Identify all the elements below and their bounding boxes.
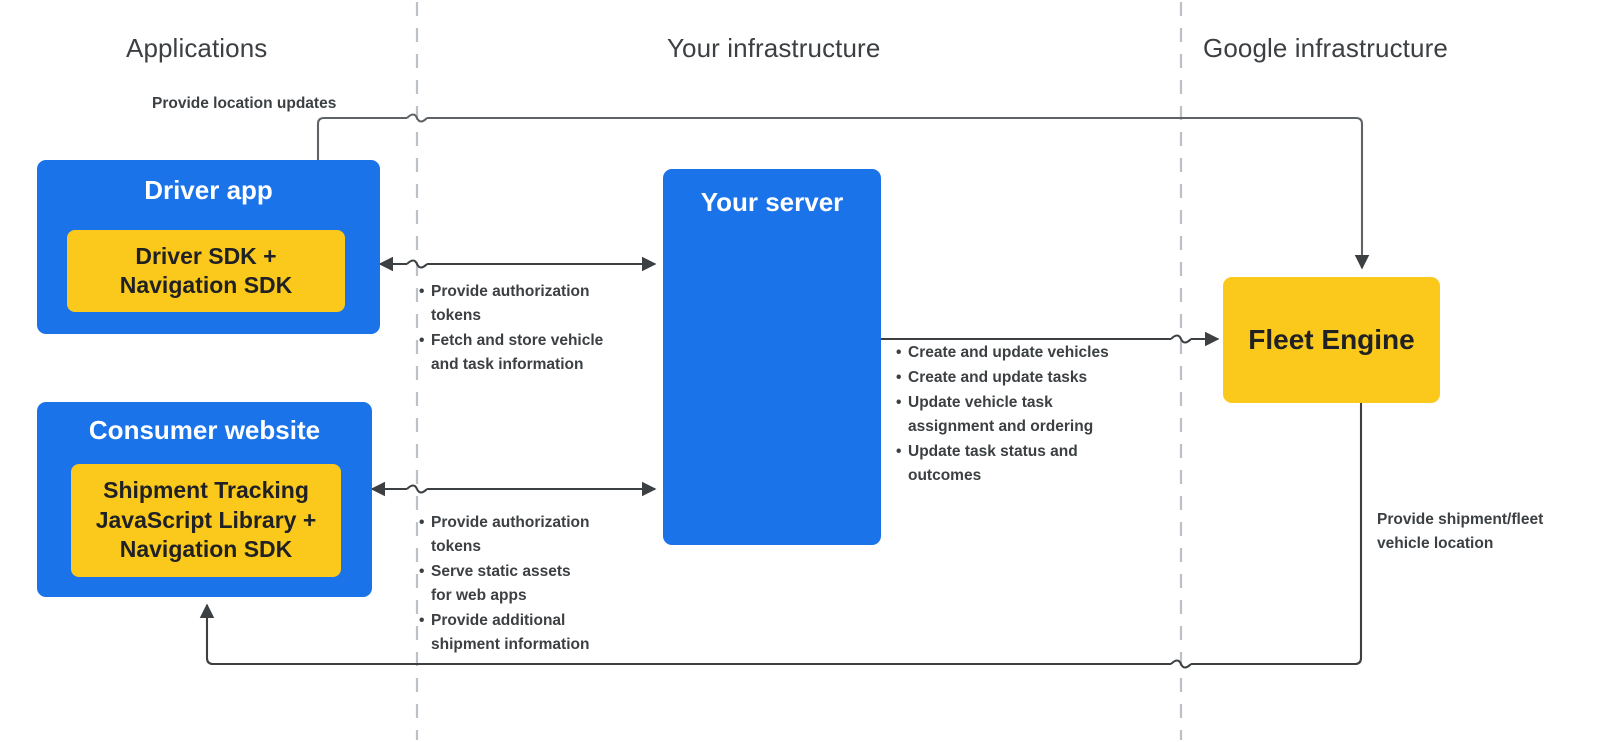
line-jump-driver-server (406, 259, 428, 269)
shipment-tracking-label: Shipment Tracking JavaScript Library + N… (95, 477, 317, 563)
fleet-engine-title: Fleet Engine (1248, 324, 1415, 355)
your-server-title: Your server (700, 187, 844, 217)
label-provide-location-updates: Provide location updates (152, 95, 337, 112)
list-item: Provide authorization tokens (419, 280, 649, 328)
line-jump-consumer-server (406, 484, 428, 494)
label-consumer-server-bullets: Provide authorization tokens Serve stati… (419, 511, 649, 658)
node-your-server[interactable]: Your server (663, 169, 881, 545)
zone-title-google-infrastructure: Google infrastructure (1203, 33, 1448, 63)
driver-sdk-label: Driver SDK + Navigation SDK (119, 242, 293, 298)
line-jump-server-fleet (1170, 334, 1192, 344)
list-item: Create and update tasks (896, 366, 1156, 390)
list-item: Provide authorization tokens (419, 511, 649, 559)
label-driver-server-bullets: Provide authorization tokens Fetch and s… (419, 280, 649, 378)
node-shipment-tracking-library[interactable]: Shipment Tracking JavaScript Library + N… (71, 464, 341, 577)
node-driver-sdk[interactable]: Driver SDK + Navigation SDK (67, 230, 345, 312)
list-item: Fetch and store vehicle and task informa… (419, 329, 649, 377)
node-driver-app[interactable]: Driver app Driver SDK + Navigation SDK (37, 160, 380, 334)
zone-title-applications: Applications (126, 33, 268, 63)
driver-app-title: Driver app (144, 175, 273, 205)
node-consumer-website[interactable]: Consumer website Shipment Tracking JavaS… (37, 402, 372, 597)
list-item: Serve static assets for web apps (419, 560, 649, 608)
line-jump-location-updates (406, 113, 428, 123)
label-fleet-consumer: Provide shipment/fleet vehicle location (1377, 511, 1544, 553)
list-item: Create and update vehicles (896, 341, 1156, 365)
consumer-website-title: Consumer website (88, 415, 321, 445)
label-server-fleet-bullets: Create and update vehicles Create and up… (896, 341, 1156, 489)
zone-title-your-infrastructure: Your infrastructure (667, 33, 881, 63)
node-fleet-engine[interactable]: Fleet Engine (1223, 277, 1440, 403)
list-item: Provide additional shipment information (419, 609, 649, 657)
list-item: Update task status and outcomes (896, 440, 1156, 488)
line-jump-fleet-consumer (1170, 659, 1192, 669)
list-item: Update vehicle task assignment and order… (896, 391, 1156, 439)
